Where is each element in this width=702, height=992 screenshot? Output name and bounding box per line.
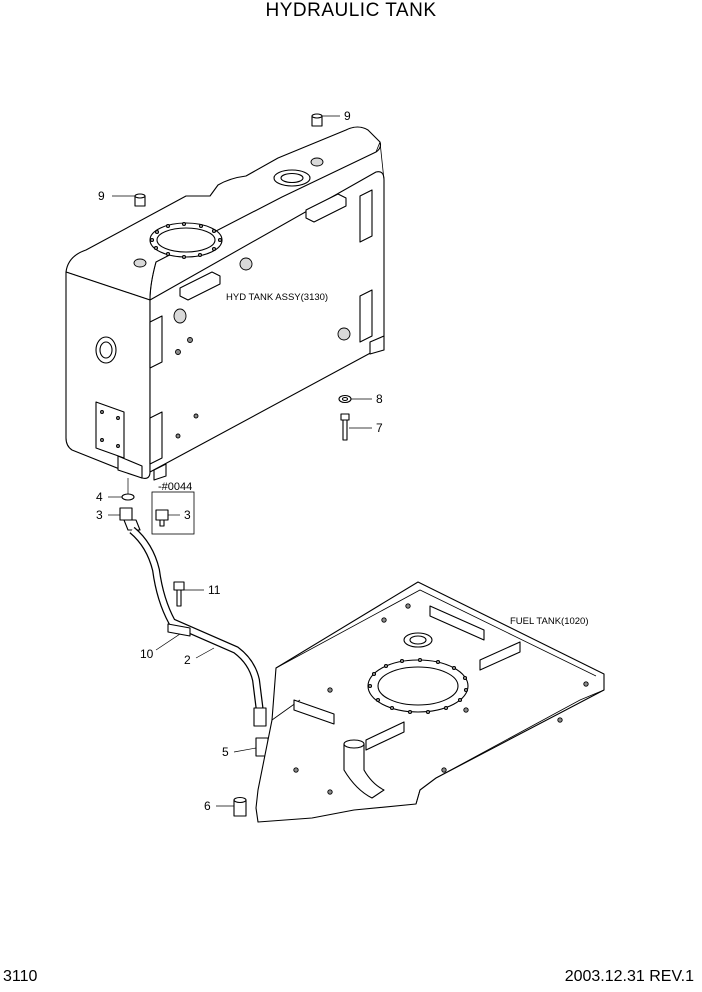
callout-8: 8 [376,392,383,406]
callout-3-inset: 3 [184,508,191,522]
callout-10: 10 [140,647,154,661]
tank-front-cover-plate [95,401,125,459]
fuel-tank-fill-neck [343,739,385,799]
tank-front-port [95,336,117,364]
o-ring-part-4 [121,493,135,501]
side-brackets [149,189,373,465]
bolt-part-11 [173,581,185,607]
page-number: 3110 [3,968,38,985]
callout-7: 7 [376,421,383,435]
tank-port [239,257,253,271]
callout-4: 4 [96,490,103,504]
callout-9-top: 9 [344,109,351,123]
callout-2: 2 [184,653,191,667]
tank-top-cap [273,169,311,187]
tank-side-ports [173,308,351,439]
callout-5: 5 [222,745,229,759]
inset-fitting [155,509,169,527]
clamp-part-10 [167,623,191,637]
fuel-tank-holes [293,603,589,795]
leader-lines [108,115,372,807]
callout-9-left: 9 [98,189,105,203]
fuel-tank-brackets [293,605,521,751]
washer-part-8 [338,394,352,404]
tank-top-flange [149,221,223,260]
hose-end-fitting [253,707,267,727]
serial-note: -#0044 [158,481,192,493]
plug-boss-top [310,157,324,167]
plug-part-9-left [134,193,146,207]
revision-date: 2003.12.31 REV.1 [564,968,694,985]
fuel-tank-cap [403,632,433,648]
top-bracket-left [179,271,221,301]
top-bracket-right [305,193,347,223]
callout-6: 6 [204,799,211,813]
callout-11: 11 [208,583,221,597]
fuel-tank-flange [367,657,469,715]
fitting-part-6 [233,796,247,817]
callout-3-left: 3 [96,508,103,522]
fuel-tank-label: FUEL TANK(1020) [510,616,589,627]
plug-part-9-top [311,113,323,127]
elbow-fitting-part-3 [119,507,141,531]
plug-boss-left [133,258,147,268]
serial-inset-box [151,491,195,535]
page-title: HYDRAULIC TANK [265,0,437,21]
pipe-part-2 [129,526,264,713]
bolt-part-7 [340,413,350,441]
hyd-tank-assy-label: HYD TANK ASSY(3130) [226,292,328,303]
hydraulic-tank-body [65,126,385,481]
